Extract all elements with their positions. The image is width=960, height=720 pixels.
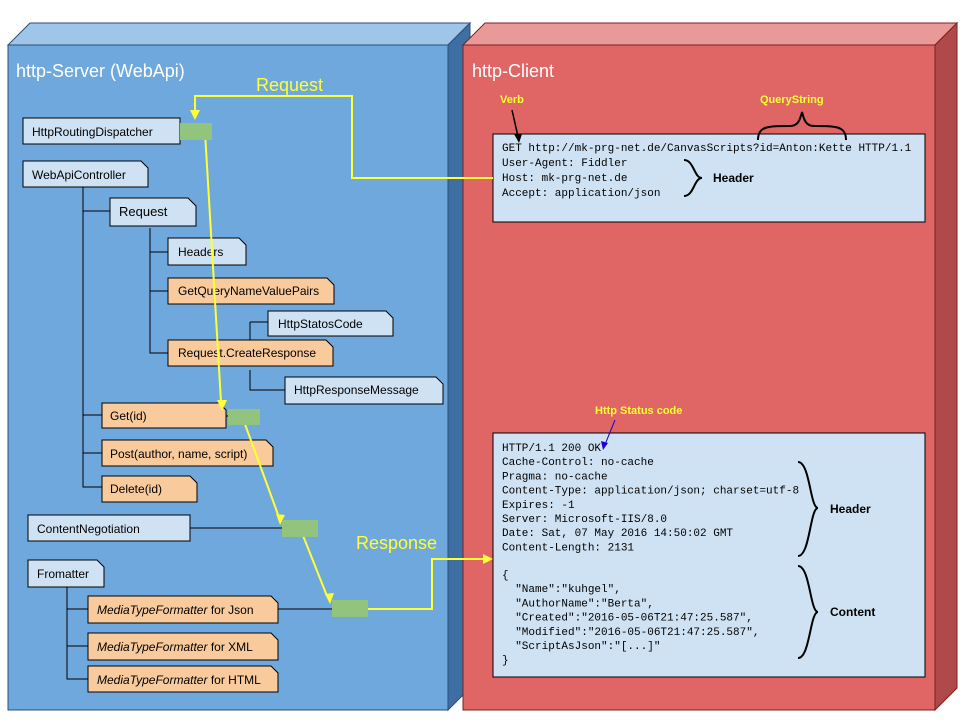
request-line: GET http://mk-prg-net.de/CanvasScripts?i… [502,143,912,155]
formatter-json-node: MediaTypeFormatter for Json [87,595,279,624]
client-title: http-Client [472,61,554,81]
headers-node: Headers [167,237,247,266]
content-negotiation-node: ContentNegotiation [27,514,191,542]
response-line: "ScriptAsJson":"[...]" [502,641,660,653]
get-query-pairs-node: GetQueryNameValuePairs [167,277,335,305]
internal-flow-arrow [276,514,285,525]
querystring-brace [757,111,847,141]
status-code-node: HttpStatosCode [267,310,394,337]
response-message-label: HttpResponseMessage [294,383,419,397]
create-response-node: Request.CreateResponse [167,339,334,367]
request-flow-arrow [190,110,200,120]
verb-arrow-head [514,134,522,143]
get-query-pairs-label: GetQueryNameValuePairs [178,284,319,298]
server-title: http-Server (WebApi) [16,61,185,81]
request-box: GET http://mk-prg-net.de/CanvasScripts?i… [492,133,926,223]
response-line: Content-Type: application/json; charset=… [502,486,799,498]
formatter-json-label: MediaTypeFormatter for Json [97,603,254,617]
response-line: HTTP/1.1 200 OK [502,443,601,455]
request-header-label: Header [713,171,754,185]
delete-method-label: Delete(id) [110,482,162,496]
formatter-xml-label: MediaTypeFormatter for XML [97,640,253,654]
response-header-lines: HTTP/1.1 200 OK Cache-Control: no-cachePr… [502,443,799,554]
content-negotiation-label: ContentNegotiation [37,522,140,536]
request-line: User-Agent: Fiddler [502,158,627,170]
response-flow-label: Response [356,533,437,553]
headers-label: Headers [178,245,223,259]
formatter-html-node: MediaTypeFormatter for HTML [87,665,279,693]
response-flow-arrow [483,554,493,564]
request-flow-label: Request [256,75,323,95]
response-line: { [502,570,509,582]
tree-connectors [66,186,285,680]
response-line: Content-Length: 2131 [502,542,634,554]
routing-junction [180,123,212,140]
response-line: "Modified":"2016-05-06T21:47:25.587", [502,627,759,639]
response-line: "AuthorName":"Berta", [502,598,654,610]
response-line: Pragma: no-cache [502,471,608,483]
response-content-brace [797,565,819,659]
internal-flow-line [204,131,328,597]
response-line: "Created":"2016-05-06T21:47:25.587", [502,613,753,625]
response-line: Server: Microsoft-IIS/8.0 [502,514,667,526]
post-method-label: Post(author, name, script) [110,447,247,461]
create-response-label: Request.CreateResponse [178,346,316,360]
status-code-annotation: Http Status code [595,405,682,417]
get-junction [228,409,260,425]
request-line: Host: mk-prg-net.de [502,173,627,185]
internal-flow-arrow [217,400,227,411]
response-content-lines: { "Name":"kuhgel", "AuthorName":"Berta",… [502,570,759,667]
response-line: Expires: -1 [502,500,575,512]
response-box: HTTP/1.1 200 OK Cache-Control: no-cachePr… [492,432,926,678]
verb-label: Verb [500,94,524,106]
response-content-label: Content [830,605,875,619]
querystring-label: QueryString [760,94,824,106]
formatter-xml-node: MediaTypeFormatter for XML [87,632,279,661]
controller-label: WebApiController [32,168,126,182]
request-line: Accept: application/json [502,188,660,200]
response-line: } [502,655,509,667]
response-header-label: Header [830,502,871,516]
request-flow-line [194,95,493,179]
formatter-label: Fromatter [37,567,89,581]
formatter-node: Fromatter [27,559,105,588]
routing-dispatcher-label: HttpRoutingDispatcher [32,125,153,139]
request-node: Request [109,197,197,227]
request-header-brace [683,159,703,197]
response-line: Date: Sat, 07 May 2016 14:50:02 GMT [502,528,733,540]
delete-method-node: Delete(id) [101,475,198,503]
post-method-node: Post(author, name, script) [101,439,274,467]
status-code-label: HttpStatosCode [278,317,363,331]
formatter-junction [332,600,368,617]
get-method-label: Get(id) [110,409,147,423]
routing-dispatcher-node: HttpRoutingDispatcher [22,117,181,145]
status-code-arrow-head [601,441,608,450]
response-header-brace [797,461,819,557]
controller-node: WebApiController [22,160,149,188]
response-flow-line [368,558,484,610]
response-message-node: HttpResponseMessage [284,376,444,405]
formatter-html-label: MediaTypeFormatter for HTML [97,673,261,687]
request-label: Request [119,204,168,219]
get-method-node: Get(id) [101,402,227,429]
internal-flow-arrow [325,593,334,604]
response-line: "Name":"kuhgel", [502,584,621,596]
response-line: Cache-Control: no-cache [502,457,654,469]
negotiation-junction [282,520,318,537]
